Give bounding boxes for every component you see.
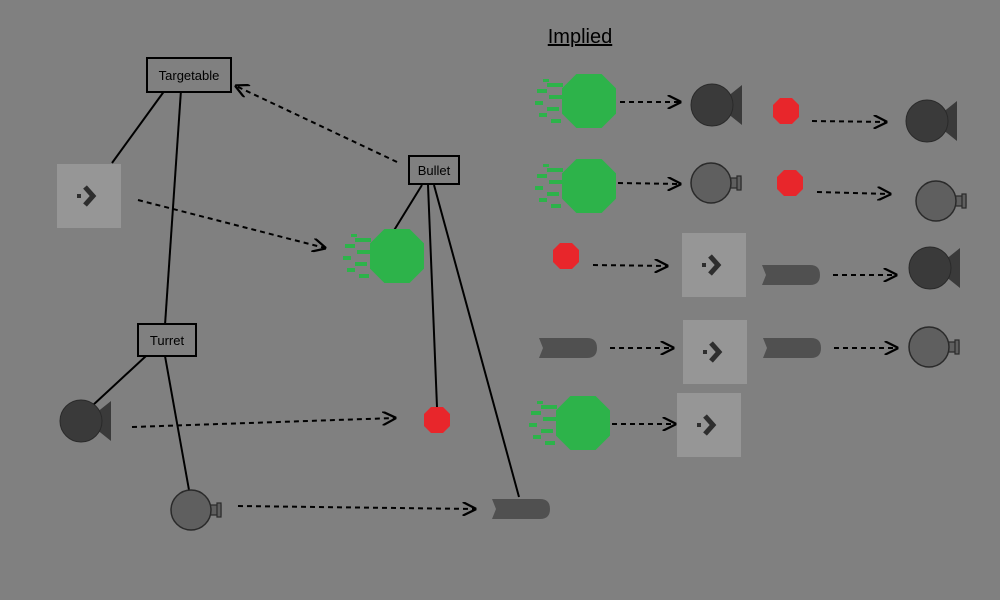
arrow-bullet-to-targetable <box>236 86 398 163</box>
fixed-turret-icon <box>59 399 112 443</box>
arrow-player-to-asteroid <box>137 199 325 248</box>
implied-shell-bullet-icon <box>762 265 820 285</box>
implied-rotating-turret-icon <box>690 162 742 204</box>
shell-bullet-icon <box>492 499 550 519</box>
player-ship-icon <box>57 164 121 228</box>
implied-arrow <box>592 265 667 266</box>
implied-asteroid-icon <box>535 74 616 128</box>
implied-player-ship-icon <box>677 393 741 457</box>
implied-player-ship-icon <box>682 233 746 297</box>
arrow-fixed-turret-to-orb <box>131 418 395 428</box>
targetable-box: Targetable <box>146 57 232 93</box>
implied-fixed-turret-icon <box>908 246 961 290</box>
implied-player-ship-icon <box>683 320 747 384</box>
connector-bullet-orb <box>427 184 438 408</box>
implied-shell-bullet-icon <box>763 338 821 358</box>
arrow-rotating-turret-to-shell <box>237 506 475 509</box>
turret-box: Turret <box>137 323 197 357</box>
implied-rotating-turret-icon <box>915 180 967 222</box>
rotating-turret-icon <box>170 489 222 531</box>
implied-heading: Implied <box>547 26 613 48</box>
connector-bullet-asteroid <box>392 184 423 233</box>
implied-arrow <box>816 192 890 194</box>
implied-shell-bullet-icon <box>539 338 597 358</box>
bullet-box: Bullet <box>408 155 460 185</box>
connector-bullet-shell <box>433 184 520 498</box>
implied-asteroid-icon <box>535 159 616 213</box>
implied-orb-bullet-icon <box>777 170 803 196</box>
implied-orb-bullet-icon <box>773 98 799 124</box>
implied-fixed-turret-icon <box>690 83 743 127</box>
connector-targetable-turret <box>164 89 182 326</box>
implied-rotating-turret-icon <box>908 326 960 368</box>
connector-turret-rotating-turret <box>164 355 190 491</box>
implied-arrow <box>811 121 886 122</box>
implied-fixed-turret-icon <box>905 99 958 143</box>
implied-arrow <box>617 183 680 184</box>
green-asteroid-icon <box>343 229 424 283</box>
connector-targetable-player <box>111 89 166 164</box>
implied-asteroid-icon <box>529 396 610 450</box>
implied-orb-bullet-icon <box>553 243 579 269</box>
connector-turret-fixed-turret <box>91 355 147 407</box>
red-orb-bullet-icon <box>424 407 450 433</box>
